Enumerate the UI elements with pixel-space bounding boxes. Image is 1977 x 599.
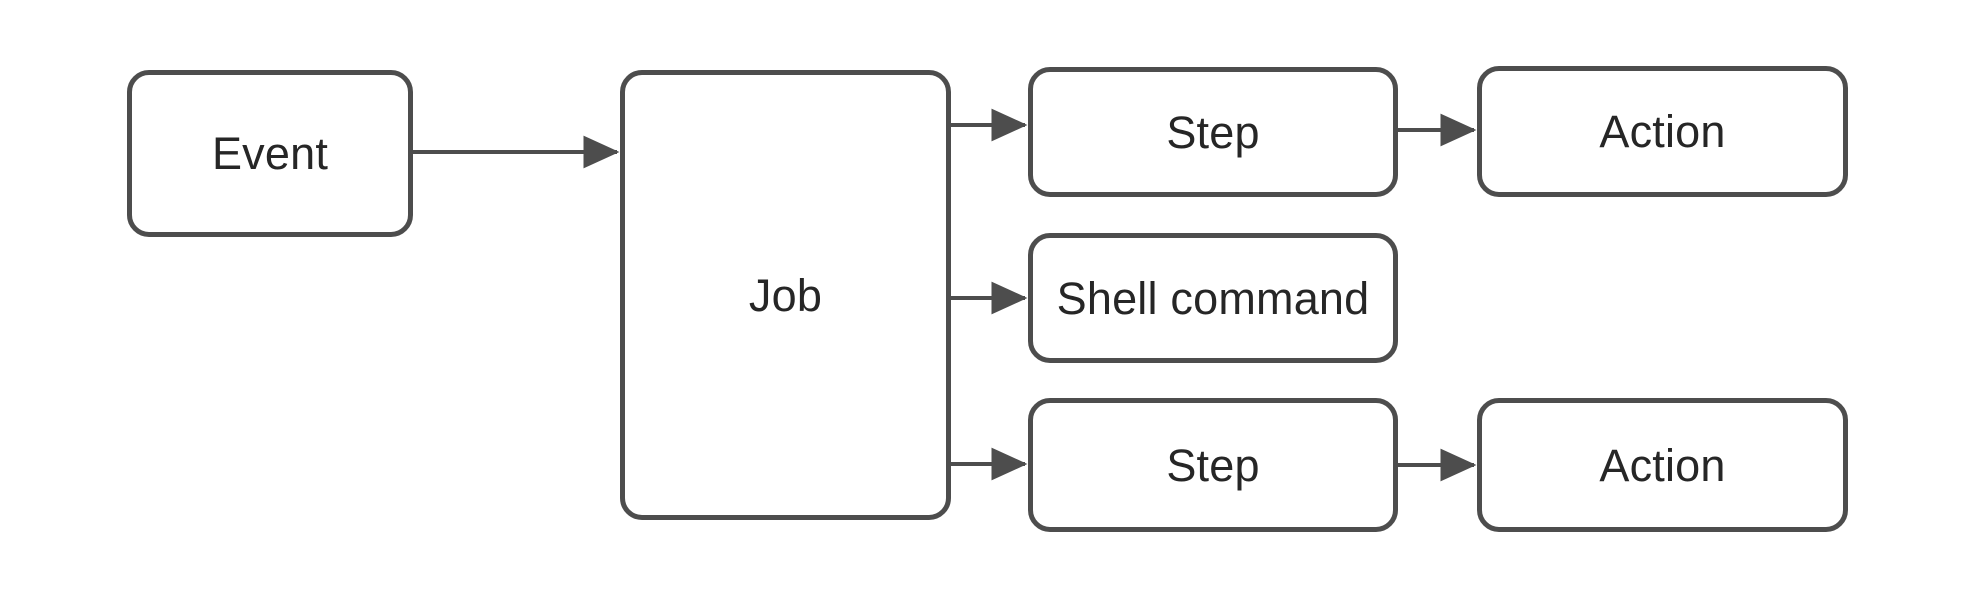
- node-label-action-top: Action: [1599, 106, 1726, 157]
- node-event[interactable]: Event: [127, 70, 413, 237]
- node-step-bottom[interactable]: Step: [1028, 398, 1398, 532]
- node-label-action-bottom: Action: [1599, 439, 1726, 491]
- node-label-shell-command: Shell command: [1056, 272, 1370, 324]
- node-action-top[interactable]: Action: [1477, 66, 1848, 197]
- node-step-top[interactable]: Step: [1028, 67, 1398, 197]
- node-action-bottom[interactable]: Action: [1477, 398, 1848, 532]
- node-label-step-bottom: Step: [1166, 439, 1260, 491]
- node-label-step-top: Step: [1166, 106, 1260, 158]
- node-shell-command[interactable]: Shell command: [1028, 233, 1398, 363]
- node-label-event: Event: [211, 128, 329, 179]
- node-job[interactable]: Job: [620, 70, 951, 520]
- node-label-job: Job: [748, 269, 823, 321]
